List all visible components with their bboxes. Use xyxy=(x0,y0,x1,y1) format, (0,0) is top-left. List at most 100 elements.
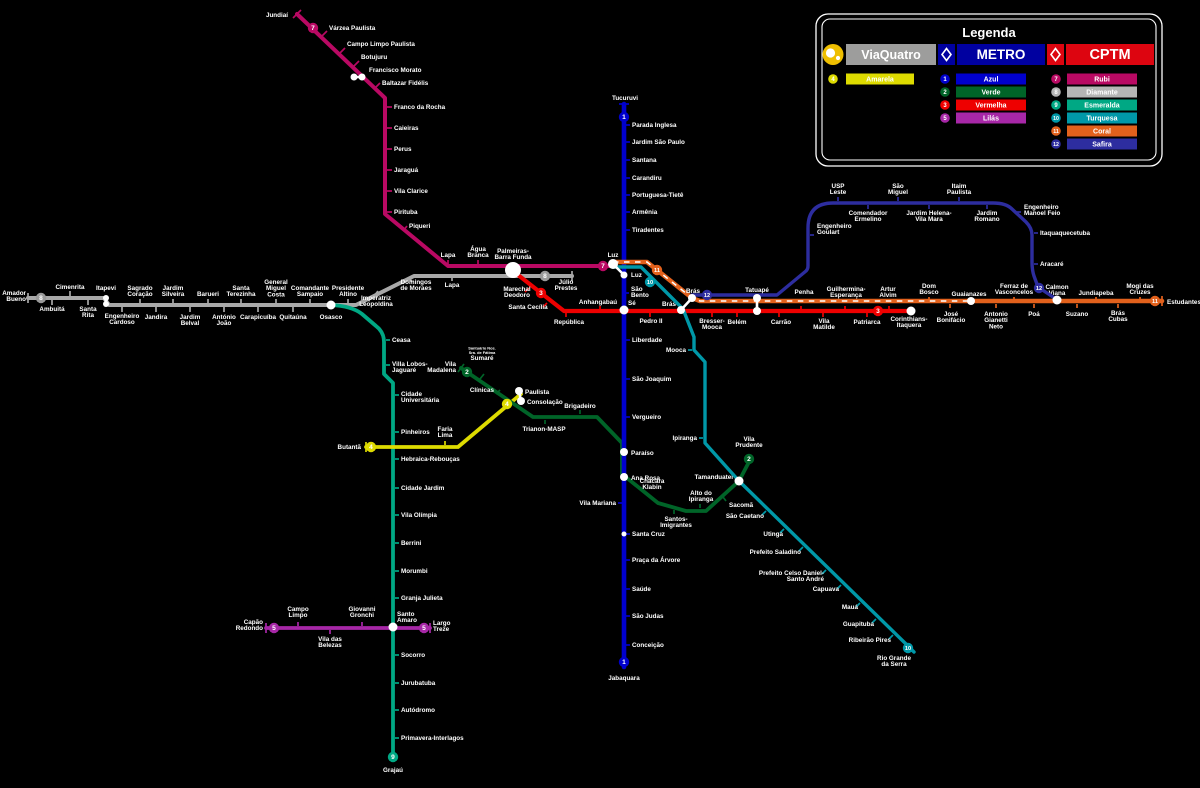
station-label: São Joaquim xyxy=(632,376,672,383)
station-label: Sacomã xyxy=(729,502,754,509)
cptm-logo-diamond xyxy=(1050,47,1061,62)
station-tick xyxy=(642,490,647,495)
station-berrini: Berrini xyxy=(395,540,422,547)
svg-text:Azul: Azul xyxy=(984,77,999,84)
station-tatuape: Tatuapé xyxy=(745,287,769,294)
svg-text:Coral: Coral xyxy=(1093,129,1111,136)
station-prefeito-celso-daniel-santo-andre: Prefeito Celso Daniel-Santo André xyxy=(759,569,827,583)
svg-text:Amarela: Amarela xyxy=(866,77,894,84)
svg-text:Diamante: Diamante xyxy=(1086,90,1118,97)
station-campo-limpo-paulista: Campo Limpo Paulista xyxy=(339,41,415,54)
station-label: Aracaré xyxy=(1040,261,1064,268)
station-ribeirao-pires: Ribeirão Pires xyxy=(849,634,894,644)
interchange-se xyxy=(619,305,629,315)
station-clinicas: Clínicas xyxy=(470,387,501,395)
station-label: Jaraguá xyxy=(394,167,419,174)
station-jardim-sao-paulo: Jardim São Paulo xyxy=(626,139,685,146)
station-label: Cimenrita xyxy=(55,284,85,291)
station-parada-inglesa: Parada Inglesa xyxy=(626,122,677,129)
station-label: Jabaquara xyxy=(608,675,640,682)
svg-text:Rubi: Rubi xyxy=(1094,77,1110,84)
station-tamanduatei: Tamanduateí xyxy=(695,474,734,481)
station-tiradentes: Tiradentes xyxy=(626,227,664,234)
station-luz: Luz xyxy=(608,252,619,259)
station-label: Pinheiros xyxy=(401,429,430,436)
viaquatro-logo-dot xyxy=(825,48,836,58)
station-tick xyxy=(798,546,804,552)
svg-text:3: 3 xyxy=(876,308,880,315)
svg-text:Esmeralda: Esmeralda xyxy=(1084,103,1120,110)
svg-text:5: 5 xyxy=(272,625,276,632)
station-label: Jurubatuba xyxy=(401,680,436,687)
station-sacoma: Sacomã xyxy=(722,496,754,509)
interchange-guaianazes xyxy=(967,297,975,305)
svg-text:4: 4 xyxy=(505,401,509,408)
station-label: Campo Limpo Paulista xyxy=(347,41,415,48)
station-carandiru: Carandiru xyxy=(626,175,662,182)
station-liberdade: Liberdade xyxy=(626,337,663,344)
station-anhangabau: Anhangabaú xyxy=(579,299,617,309)
station-label: Cidade Jardim xyxy=(401,485,445,492)
line-badge-10: 10 xyxy=(644,276,656,288)
station-label: Santana xyxy=(632,157,657,164)
station-label: Armênia xyxy=(632,209,658,216)
station-label: Ana Rosa xyxy=(631,475,661,482)
station-bresser-mooca: Bresser-Mooca xyxy=(699,313,725,331)
station-jundiai: Jundiaí xyxy=(266,9,302,19)
svg-text:3: 3 xyxy=(943,103,947,109)
interchange-luz-metro xyxy=(620,271,628,279)
interchange-santo-amaro xyxy=(388,622,398,632)
svg-text:5: 5 xyxy=(943,116,947,122)
station-tick xyxy=(321,30,328,37)
svg-text:2: 2 xyxy=(943,90,947,96)
svg-text:7: 7 xyxy=(311,25,315,32)
station-label: Ribeirão Pires xyxy=(849,637,892,644)
station-tick xyxy=(479,373,485,380)
station-label: Paraíso xyxy=(631,450,654,457)
station-hebraica-reboucas: Hebraica-Rebouças xyxy=(395,456,460,463)
interchange-ana-rosa xyxy=(620,473,628,481)
station-label: Corinthians-Itaquera xyxy=(890,316,927,329)
station-lapa: Lapa xyxy=(441,252,456,264)
station-baltazar-fidelis: Baltazar Fidélis xyxy=(374,80,429,89)
interchange-santa-cruz xyxy=(621,531,627,537)
station-paulista: Paulista xyxy=(525,389,550,396)
station-jaragua: Jaraguá xyxy=(387,167,419,174)
station-tucuruvi: Tucuruvi xyxy=(612,95,638,105)
interchange-calmon-viana xyxy=(1052,295,1062,305)
line-badge-2: 2 xyxy=(743,453,755,465)
svg-text:11: 11 xyxy=(654,268,660,274)
station-label: Quitaúna xyxy=(279,314,307,321)
station-label: Vergueiro xyxy=(632,414,661,421)
station-ceasa: Ceasa xyxy=(386,337,411,344)
station-piqueri: Piqueri xyxy=(402,223,431,232)
station-label: Perus xyxy=(394,146,412,153)
